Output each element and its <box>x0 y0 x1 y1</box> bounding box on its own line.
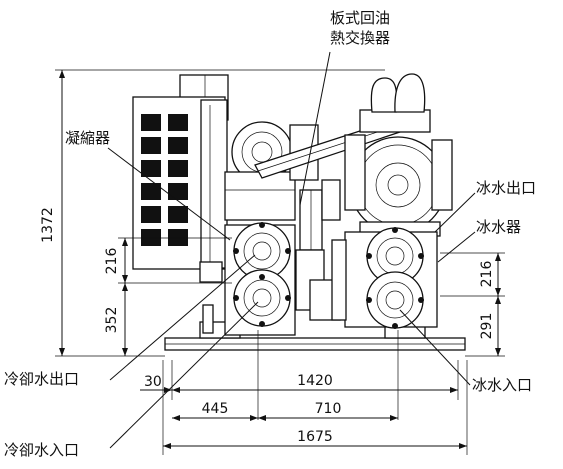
dim-left-nozzle-spacing: 216 <box>104 248 120 275</box>
dim-nozzle-span: 710 <box>315 401 342 417</box>
label-cooling-water-outlet: 冷卻水出口 <box>4 370 79 388</box>
dim-right-nozzle-spacing: 216 <box>479 261 495 288</box>
compressor <box>344 73 453 237</box>
chiller-unit <box>132 73 466 351</box>
arrow-heads <box>59 70 501 449</box>
condenser-shell <box>199 222 296 336</box>
evaporator-shell <box>331 227 438 329</box>
dimension-lines <box>55 69 505 455</box>
label-evaporator: 冰水器 <box>476 218 521 236</box>
dim-base-length: 1420 <box>297 373 333 389</box>
label-plate-oil-hx-1: 板式回油 <box>330 9 390 27</box>
dim-left-span: 445 <box>202 401 229 417</box>
label-cooling-water-inlet: 冷卻水入口 <box>4 441 79 459</box>
label-chilled-water-inlet: 冰水入口 <box>472 376 532 394</box>
dim-offset: 30 <box>144 374 162 390</box>
label-chilled-water-outlet: 冰水出口 <box>476 179 536 197</box>
top-pipe-arm <box>254 109 431 179</box>
condenser-grille <box>141 114 188 246</box>
label-condenser: 凝縮器 <box>65 129 110 147</box>
dim-left-nozzle-height: 352 <box>104 307 120 334</box>
label-plate-oil-hx-2: 熱交換器 <box>330 29 390 47</box>
dim-overall-height: 1372 <box>40 207 56 243</box>
dim-right-nozzle-height: 291 <box>479 313 495 340</box>
dim-overall-length: 1675 <box>297 429 333 445</box>
plate-oil-heat-exchanger <box>295 179 341 321</box>
